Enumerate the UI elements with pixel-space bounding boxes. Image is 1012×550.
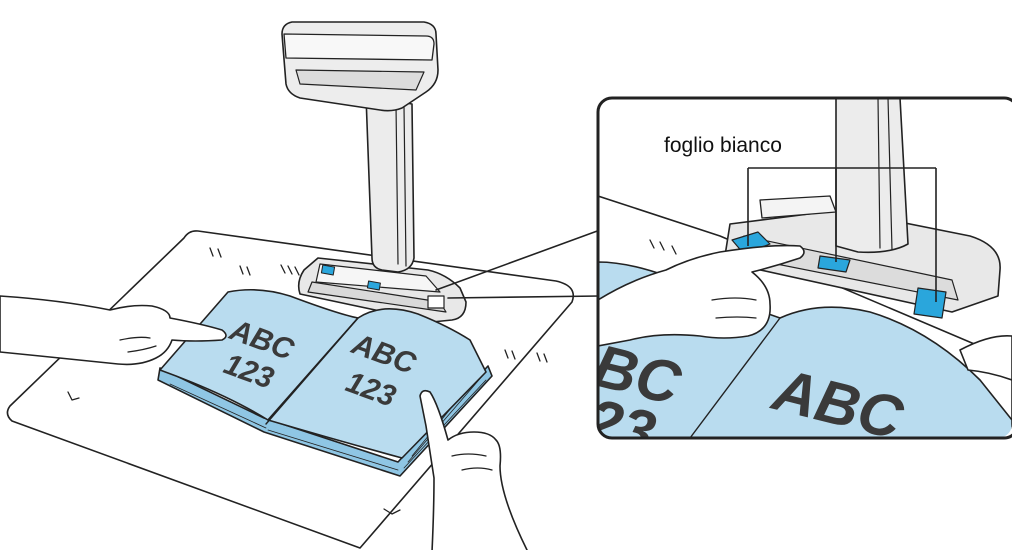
scan-button-left	[321, 265, 334, 275]
scanner-pillar	[366, 96, 414, 272]
zoom-blue-pad-right	[914, 288, 946, 318]
zoom-callout: BC 23 ABC foglio bianco	[580, 98, 1012, 467]
main-scene	[0, 22, 600, 550]
scan-button-right	[367, 281, 380, 290]
callout-label: foglio bianco	[664, 134, 782, 157]
